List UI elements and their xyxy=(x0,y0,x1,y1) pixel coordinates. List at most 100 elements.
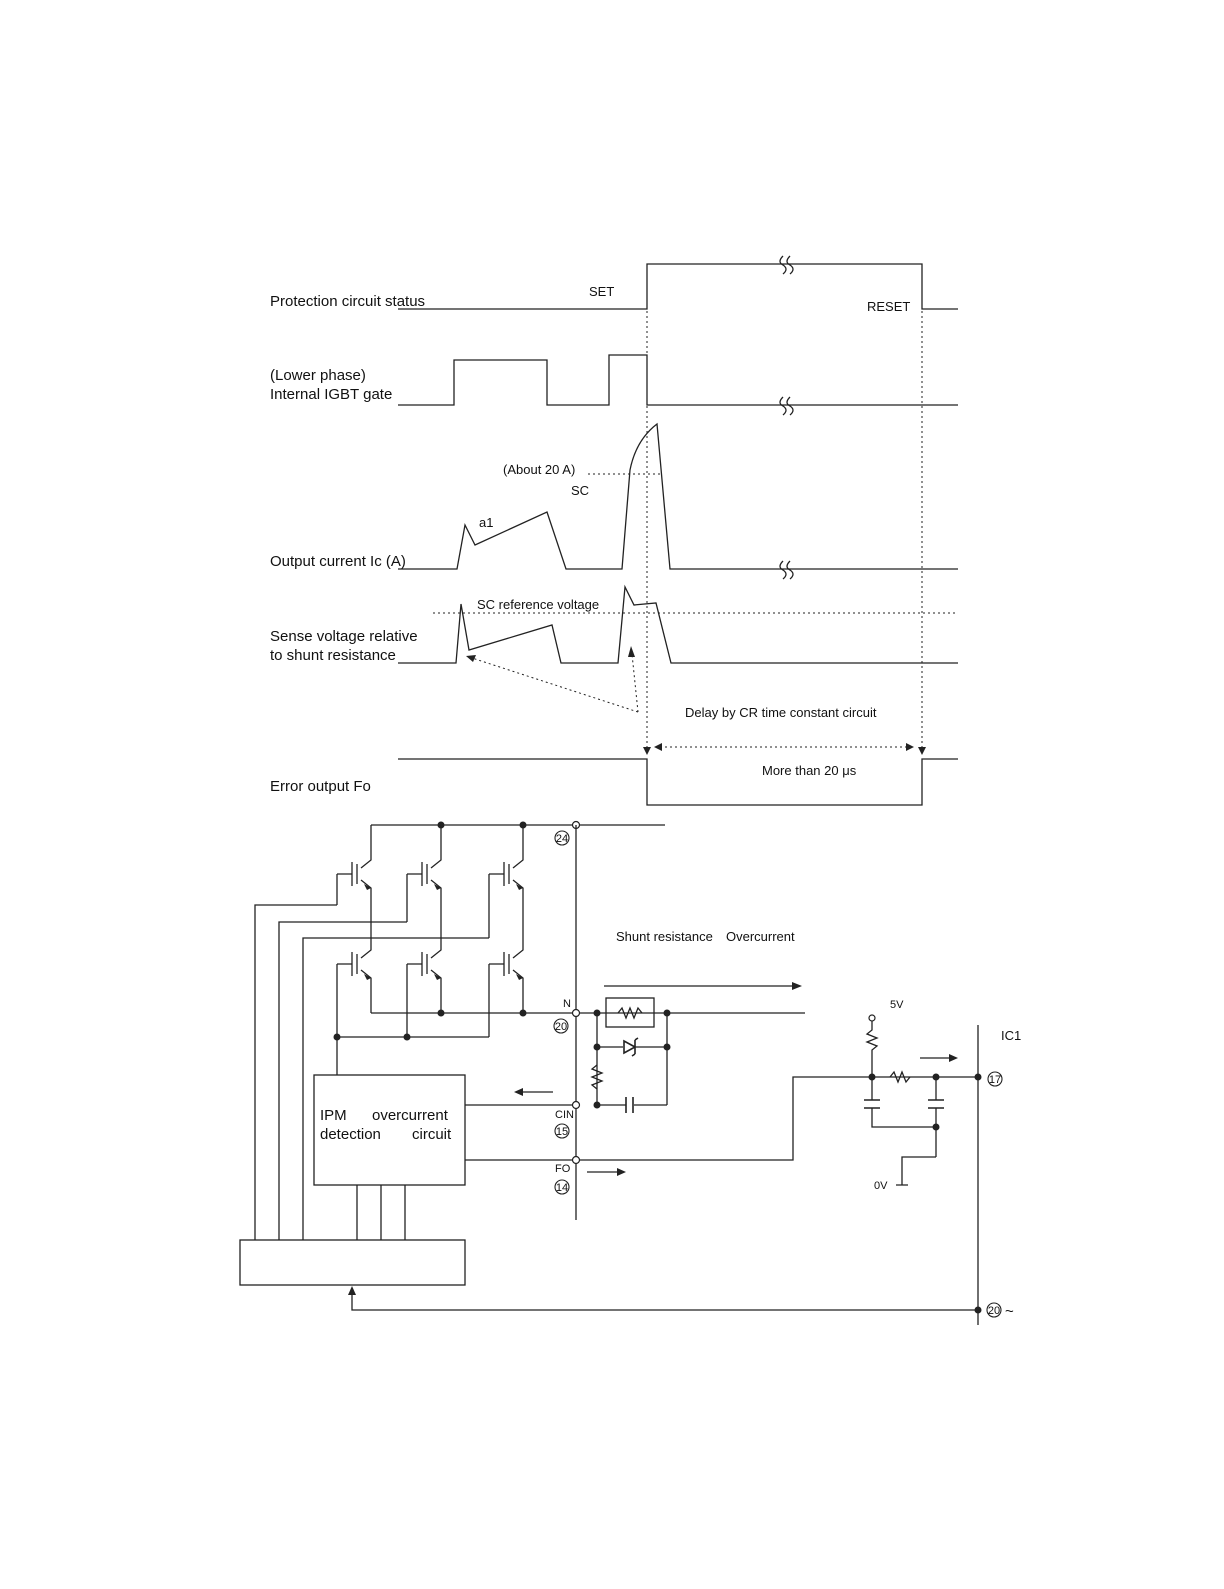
pin-14-circle xyxy=(554,1179,570,1195)
node-emitter-2 xyxy=(519,1009,527,1017)
ipm-to-driver-wires xyxy=(356,1185,406,1240)
zener-diode-symbol xyxy=(623,1037,639,1057)
sense-label-line1: Sense voltage relative xyxy=(270,628,418,645)
node-diode-right xyxy=(663,1043,671,1051)
pin-15-circle xyxy=(554,1123,570,1139)
v5-label: 5V xyxy=(890,999,904,1011)
pin-24-circle xyxy=(554,830,570,846)
node-diode-left xyxy=(593,1043,601,1051)
igbt-gate-waveform xyxy=(398,354,958,406)
output-current-label: Output current Ic (A) xyxy=(270,553,406,570)
reset-down-arrow xyxy=(918,747,926,755)
sc-label: SC xyxy=(571,483,589,498)
igbt-upper-3 xyxy=(488,825,524,945)
shunt-resistance-label: Shunt resistance xyxy=(616,929,713,944)
gate-label-line2: Internal IGBT gate xyxy=(270,386,392,403)
igbt-lower-1 xyxy=(336,945,372,1037)
break-mark-current xyxy=(779,560,794,580)
cap1-leads xyxy=(871,1077,936,1128)
cin-arrowhead xyxy=(514,1088,523,1096)
pointer-to-sc-peak xyxy=(631,653,639,713)
filter-resistor-zigzag xyxy=(590,1064,604,1090)
driver-box xyxy=(239,1239,466,1286)
cin-label: CIN xyxy=(555,1109,574,1121)
pin-15-label: 15 xyxy=(556,1126,568,1138)
sense-label-line2: to shunt resistance xyxy=(270,647,396,664)
circuit-diagram: 24 xyxy=(239,820,1021,1325)
about-20a-label: (About 20 A) xyxy=(503,462,575,477)
node-lower-gate-2 xyxy=(403,1033,411,1041)
ipm-word-3: detection xyxy=(320,1126,381,1143)
terminal-n xyxy=(571,1008,581,1018)
pin-14-label: 14 xyxy=(556,1182,568,1194)
igbt-lower-2 xyxy=(406,945,442,1037)
pin-20-label: 20 xyxy=(555,1021,567,1033)
ground-wire xyxy=(896,1156,936,1186)
pin-20-circle xyxy=(553,1018,569,1034)
vcc-5v-terminal xyxy=(868,1014,876,1022)
pin-20b-circle xyxy=(986,1302,1002,1318)
pin-17-label: 17 xyxy=(989,1074,1001,1086)
ipm-detection-box xyxy=(313,1074,466,1186)
error-output-label: Error output Fo xyxy=(270,778,371,795)
ipm-word-4: circuit xyxy=(412,1126,452,1143)
pointer-arrowhead-a1 xyxy=(466,655,476,662)
fo-arrowhead xyxy=(617,1168,626,1176)
set-down-arrow xyxy=(643,747,651,755)
sc-reference-label: SC reference voltage xyxy=(477,597,599,612)
shunt-resistor-box xyxy=(605,997,655,1028)
overcurrent-label: Overcurrent xyxy=(726,929,795,944)
ic1-label: IC1 xyxy=(1001,1028,1021,1043)
gate-label-line1: (Lower phase) xyxy=(270,367,366,384)
reset-label: RESET xyxy=(867,299,910,314)
cap2-plates xyxy=(928,1099,944,1109)
a1-label: a1 xyxy=(479,515,493,530)
tilde-label: ~ xyxy=(1005,1303,1014,1320)
ipm-word-1: IPM xyxy=(320,1107,347,1124)
pin-17-circle xyxy=(987,1071,1003,1087)
pin-24-label: 24 xyxy=(556,833,568,845)
filter-capacitor xyxy=(625,1097,634,1113)
error-output-waveform xyxy=(398,758,958,806)
overcurrent-arrowhead xyxy=(792,982,802,990)
pointer-to-a1-peak xyxy=(471,657,639,713)
igbt-upper-1 xyxy=(336,825,372,945)
cap1-plates xyxy=(864,1099,880,1109)
protection-status-label: Protection circuit status xyxy=(270,293,425,310)
terminal-cin xyxy=(571,1100,581,1110)
set-label: SET xyxy=(589,284,614,299)
more-than-label: More than 20 μs xyxy=(762,763,857,778)
delay-label: Delay by CR time constant circuit xyxy=(685,705,877,720)
delay-span-left-arrow xyxy=(654,743,662,751)
break-mark-status xyxy=(779,255,794,275)
node-emitter-1 xyxy=(437,1009,445,1017)
igbt-lower-3 xyxy=(488,945,524,1037)
shunt-resistor-zigzag xyxy=(617,1006,643,1020)
pointer-arrowhead-sc xyxy=(628,646,635,657)
node-cap-gnd xyxy=(932,1123,940,1131)
ic1-arrowhead xyxy=(949,1054,958,1062)
delay-span-right-arrow xyxy=(906,743,914,751)
feedback-arrowhead xyxy=(348,1286,356,1295)
timing-diagram: Protection circuit status SET RESET (Low… xyxy=(270,255,958,806)
output-current-waveform xyxy=(398,422,958,570)
terminal-fo xyxy=(571,1155,581,1165)
break-mark-gate xyxy=(779,396,794,416)
gate-wire-u2 xyxy=(278,921,407,1240)
fo-line xyxy=(465,1076,978,1161)
pin-20b-label: 20 xyxy=(988,1305,1000,1317)
node-ic1-feedback xyxy=(974,1306,982,1314)
gate-wire-u3 xyxy=(302,937,489,1240)
v0-label: 0V xyxy=(874,1180,888,1192)
n-label: N xyxy=(563,998,571,1010)
ipm-word-2: overcurrent xyxy=(372,1107,449,1124)
feedback-line xyxy=(351,1292,978,1311)
node-cap-left xyxy=(593,1101,601,1109)
series-resistor xyxy=(889,1070,911,1084)
igbt-upper-2 xyxy=(406,825,442,945)
pullup-resistor xyxy=(865,1021,879,1077)
gate-wire-u1 xyxy=(254,904,337,1240)
protection-status-waveform xyxy=(398,263,958,310)
